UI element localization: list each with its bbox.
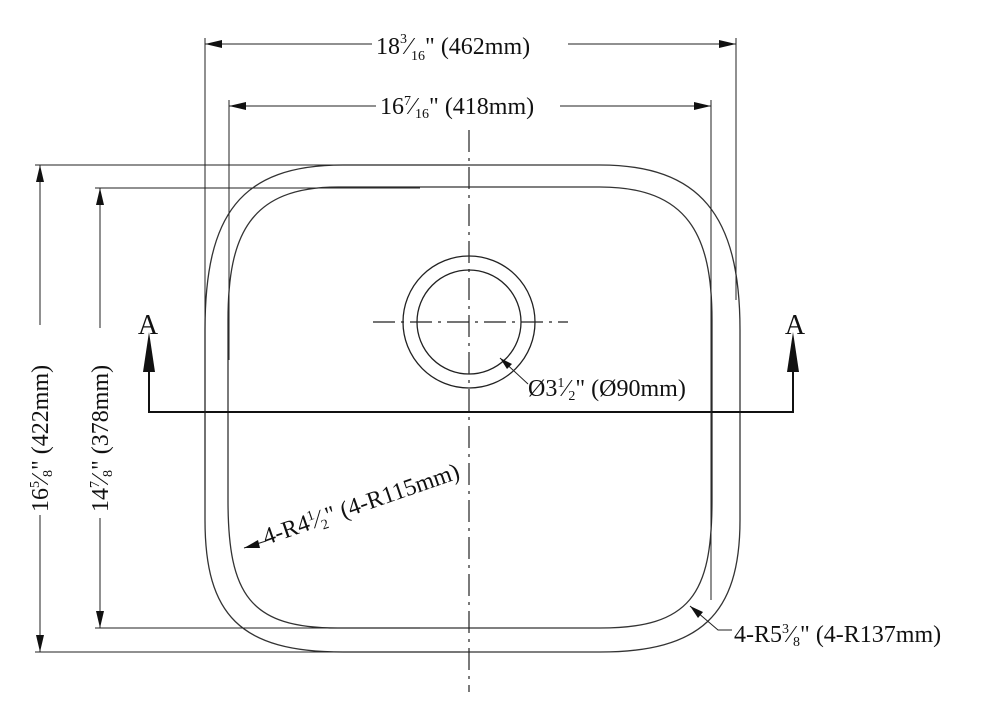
bowl-width-arrow-left: [229, 102, 246, 110]
section-label-right: A: [785, 310, 806, 341]
outer-radius-label: 4-R53⁄8" (4-R137mm): [734, 622, 941, 650]
overall-length-arrow-bottom: [36, 635, 44, 652]
outer-sink-outline: [204, 164, 741, 653]
inner-bowl-outline: [227, 186, 713, 629]
section-arrow-right: [787, 332, 799, 372]
outer-radius-arrow: [690, 606, 703, 618]
drain-diameter-label: Ø31⁄2" (Ø90mm): [528, 376, 686, 404]
overall-length-arrow-top: [36, 165, 44, 182]
bowl-width-label: 167⁄16" (418mm): [380, 94, 534, 122]
bowl-length-label: 147⁄8" (378mm): [88, 365, 116, 512]
overall-width-arrow-right: [719, 40, 736, 48]
section-line: [148, 350, 794, 413]
bowl-width-arrow-right: [694, 102, 711, 110]
section-arrow-left: [143, 332, 155, 372]
bowl-length-arrow-top: [96, 188, 104, 205]
bowl-length-arrow-bottom: [96, 611, 104, 628]
inner-radius-arrow: [244, 540, 260, 548]
overall-width-label: 183⁄16" (462mm): [376, 32, 530, 64]
drain-diameter-arrow: [500, 358, 512, 369]
section-label-left: A: [138, 310, 159, 341]
overall-length-label: 165⁄8" (422mm): [28, 365, 56, 512]
overall-width-arrow-left: [205, 40, 222, 48]
inner-radius-label: 4-R41⁄2" (4-R115mm): [259, 459, 463, 553]
